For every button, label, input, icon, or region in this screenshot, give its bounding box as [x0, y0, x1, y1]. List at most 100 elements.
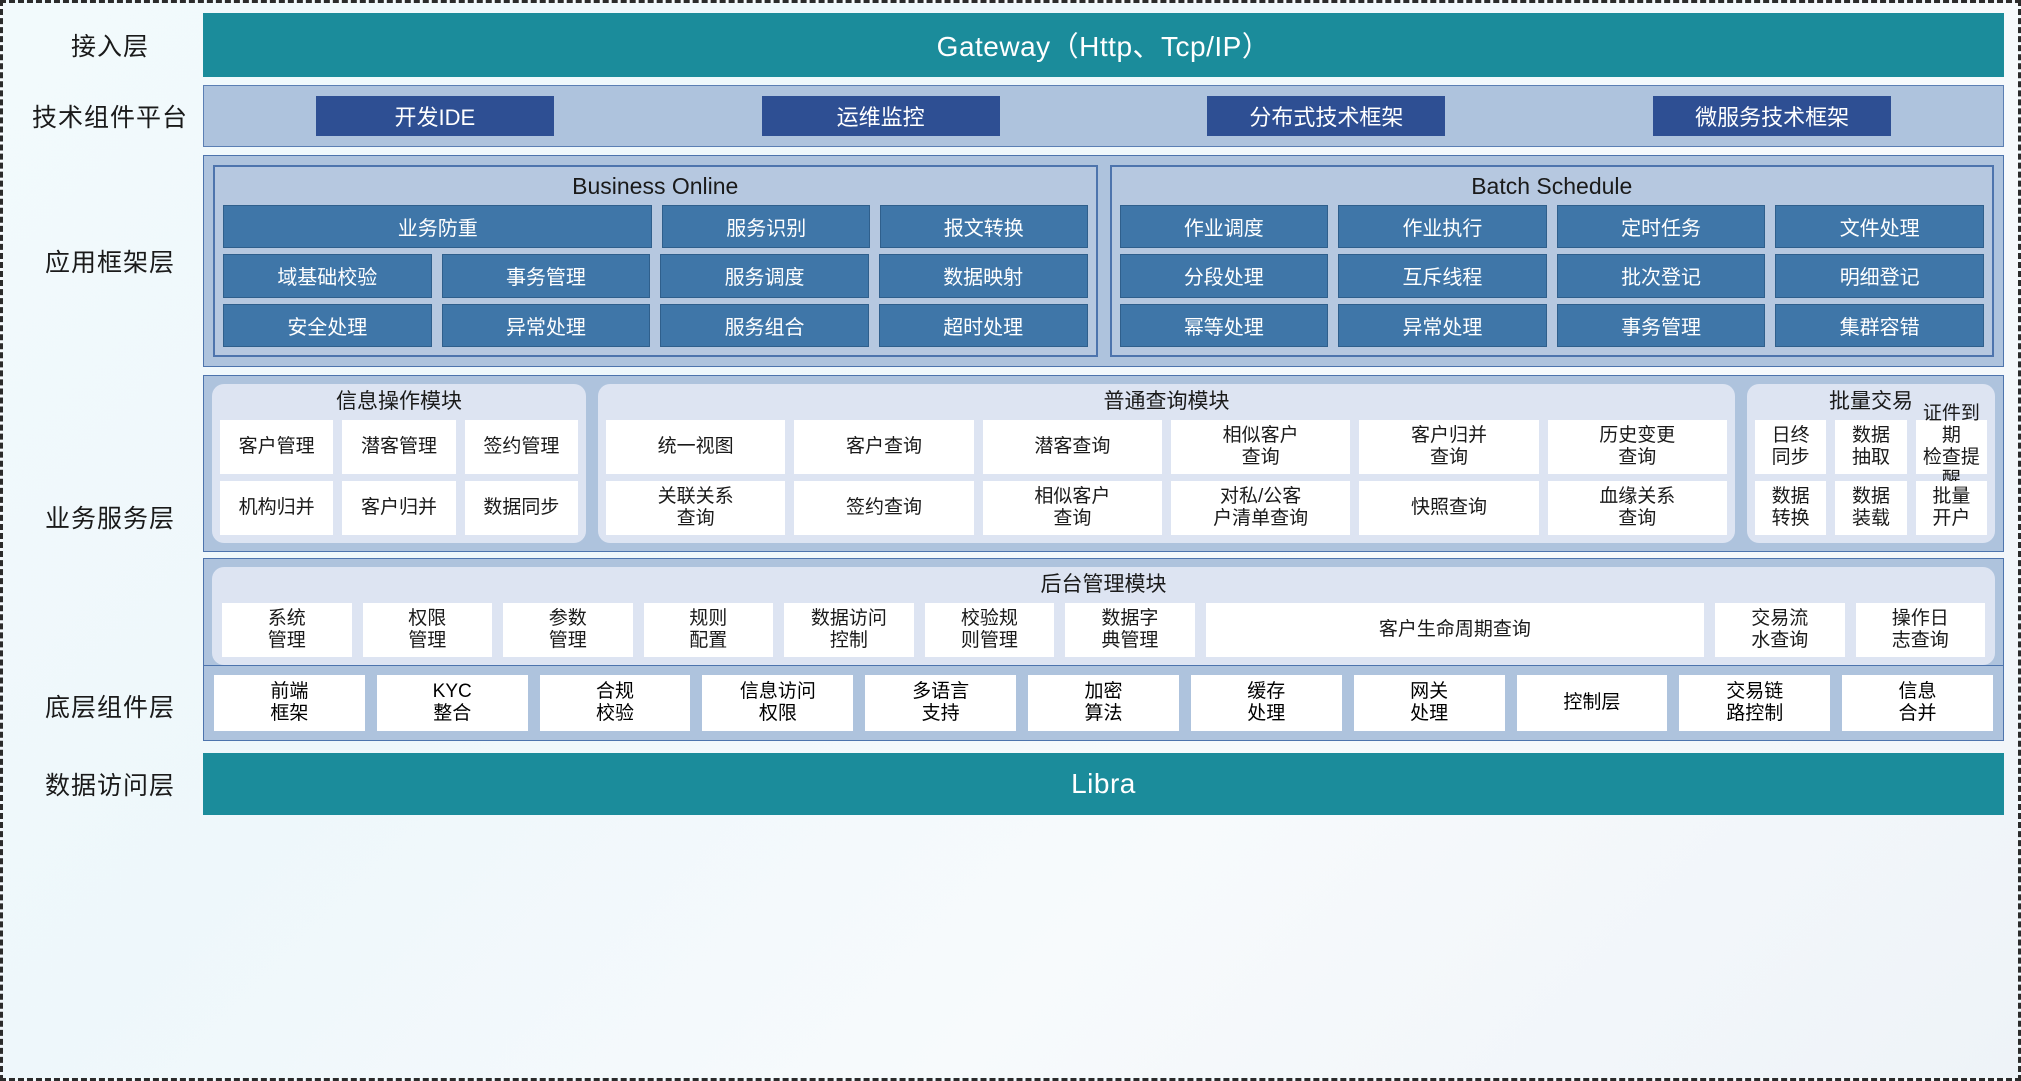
bs-chip-qkgl[interactable]: 潜客管理: [342, 420, 456, 474]
bs-chip-lsbgcx[interactable]: 历史变更查询: [1547, 420, 1727, 474]
bo-chip-xtgl[interactable]: 系统管理: [222, 603, 352, 657]
bo-chip-qxgl[interactable]: 权限管理: [362, 603, 493, 657]
tech-platform-band: 开发IDE 运维监控 分布式技术框架 微服务技术框架: [203, 85, 2004, 147]
af-row: 作业调度 作业执行 定时任务 文件处理: [1119, 205, 1984, 249]
af-chip-cscl[interactable]: 超时处理: [878, 303, 1088, 347]
af-chip-sjys[interactable]: 数据映射: [878, 254, 1088, 298]
bc-chip-xxhb[interactable]: 信息合并: [1842, 675, 1993, 731]
bc-chip-jylkz[interactable]: 交易链路控制: [1679, 675, 1831, 731]
af-chip-wjcl[interactable]: 文件处理: [1775, 205, 1984, 249]
business-service-wrap: 信息操作模块 客户管理 潜客管理 签约管理 机构归并 客户归并 数据同步: [203, 375, 2004, 674]
bc-chip-jmsf[interactable]: 加密算法: [1028, 675, 1179, 731]
af-row: 业务防重 服务识别 报文转换: [223, 205, 1088, 249]
bs-chip-glgxcx[interactable]: 关联关系查询: [606, 481, 786, 535]
bs-chip-xygxcx[interactable]: 血缘关系查询: [1547, 481, 1727, 535]
af-chip-aqcl[interactable]: 安全处理: [223, 303, 432, 347]
af-chip-yjcjy[interactable]: 域基础校验: [223, 254, 432, 298]
bs-chip-zjdqjc[interactable]: 证件到期检查提醒: [1915, 403, 1987, 490]
bs-chip-sjzh[interactable]: 数据转换: [1755, 481, 1827, 535]
bs-chip-plkh[interactable]: 批量开户: [1915, 481, 1987, 535]
af-chip-fdcl[interactable]: 分段处理: [1119, 254, 1329, 298]
bs-row: 日终同步 数据抽取 证件到期检查提醒: [1755, 403, 1987, 490]
tech-chip-distributed[interactable]: 分布式技术框架: [1207, 96, 1446, 136]
af-chip-swgl-bs[interactable]: 事务管理: [1556, 303, 1766, 347]
bs-chip-xskhcx-2[interactable]: 相似客户查询: [982, 481, 1162, 535]
bc-chip-hgjy[interactable]: 合规校验: [539, 675, 691, 731]
layer-label-business-service: 业务服务层: [44, 505, 175, 533]
bo-chip-jygzgl[interactable]: 校验规则管理: [924, 603, 1055, 657]
bo-chip-csgl[interactable]: 参数管理: [503, 603, 633, 657]
af-chip-pcdj[interactable]: 批次登记: [1556, 254, 1766, 298]
group-title-info-operation: 信息操作模块: [336, 390, 462, 413]
gateway-bar[interactable]: Gateway（Http、Tcp/IP）: [203, 13, 2004, 77]
af-row: 幂等处理 异常处理 事务管理 集群容错: [1119, 303, 1984, 347]
bc-chip-qdkj[interactable]: 前端框架: [214, 675, 365, 731]
libra-bar[interactable]: Libra: [203, 753, 2004, 815]
bc-chip-wgcl[interactable]: 网关处理: [1353, 675, 1505, 731]
bs-chip-sjcq[interactable]: 数据抽取: [1835, 420, 1907, 474]
bo-chip-sjfwkz[interactable]: 数据访问控制: [784, 603, 914, 657]
af-chip-dsrw[interactable]: 定时任务: [1556, 205, 1766, 249]
bs-chip-khgl[interactable]: 客户管理: [220, 420, 334, 474]
bc-chip-dyyzc[interactable]: 多语言支持: [865, 675, 1017, 731]
af-chip-fwzh[interactable]: 服务组合: [660, 303, 869, 347]
bs-chip-khgb[interactable]: 客户归并: [342, 481, 456, 535]
af-chip-fwsb[interactable]: 服务识别: [662, 205, 870, 249]
bs-row: 统一视图 客户查询 潜客查询 相似客户查询 客户归并查询 历史变更查询: [606, 420, 1727, 474]
bs-chip-tysl[interactable]: 统一视图: [606, 420, 786, 474]
bs-chip-qygl[interactable]: 签约管理: [464, 420, 578, 474]
bs-chip-khcx[interactable]: 客户查询: [794, 420, 974, 474]
bo-chip-czrzcx[interactable]: 操作日志查询: [1855, 603, 1986, 657]
af-chip-swgl-bo[interactable]: 事务管理: [441, 254, 651, 298]
bo-chip-jylscx[interactable]: 交易流水查询: [1715, 603, 1845, 657]
bc-chip-kzc[interactable]: 控制层: [1516, 675, 1668, 731]
af-chip-mxdj[interactable]: 明细登记: [1775, 254, 1984, 298]
af-chip-fwdd[interactable]: 服务调度: [660, 254, 869, 298]
group-title-common-query: 普通查询模块: [1103, 390, 1230, 413]
bo-chip-khsmzqcx[interactable]: 客户生命周期查询: [1205, 603, 1705, 657]
bo-chip-gzpz[interactable]: 规则配置: [643, 603, 774, 657]
app-framework-band: Business Online 业务防重 服务识别 报文转换 域基础校验 事务管…: [203, 155, 2004, 367]
af-chip-hcxc[interactable]: 互斥线程: [1338, 254, 1547, 298]
bs-chip-kzcx[interactable]: 快照查询: [1359, 481, 1539, 535]
bs-chip-xskhcx-1[interactable]: 相似客户查询: [1170, 420, 1351, 474]
bs-chip-dsgkhqd[interactable]: 对私/公客户清单查询: [1170, 481, 1351, 535]
group-title-business-online: Business Online: [572, 173, 739, 199]
group-info-operation: 信息操作模块 客户管理 潜客管理 签约管理 机构归并 客户归并 数据同步: [212, 384, 586, 543]
group-grid-batch-schedule: 作业调度 作业执行 定时任务 文件处理 分段处理 互斥线程 批次登记 明细登记: [1119, 205, 1984, 347]
tech-chip-ops-monitor[interactable]: 运维监控: [761, 96, 1000, 136]
bs-chip-qkcx[interactable]: 潜客查询: [982, 420, 1162, 474]
bc-chip-hccl[interactable]: 缓存处理: [1190, 675, 1342, 731]
bs-chip-sjtb[interactable]: 数据同步: [464, 481, 578, 535]
tech-chip-dev-ide[interactable]: 开发IDE: [315, 96, 554, 136]
layer-label-access: 接入层: [70, 33, 149, 61]
group-common-query: 普通查询模块 统一视图 客户查询 潜客查询 相似客户查询 客户归并查询 历史变更…: [598, 384, 1735, 543]
layer-row-business-service: 业务服务层 信息操作模块 客户管理 潜客管理 签约管理: [17, 375, 2004, 674]
bs-chip-qycx[interactable]: 签约查询: [794, 481, 974, 535]
af-chip-ywfz[interactable]: 业务防重: [223, 205, 653, 249]
af-chip-zydd[interactable]: 作业调度: [1119, 205, 1329, 249]
layer-row-tech-platform: 技术组件平台 开发IDE 运维监控 分布式技术框架 微服务技术框架: [17, 85, 2004, 147]
af-chip-jqrc[interactable]: 集群容错: [1775, 303, 1984, 347]
bs-chip-sjzz[interactable]: 数据装载: [1835, 481, 1907, 535]
spacer: [17, 77, 2004, 85]
af-chip-bwzh[interactable]: 报文转换: [879, 205, 1088, 249]
bo-chip-sjzdgl[interactable]: 数据字典管理: [1065, 603, 1195, 657]
group-back-office: 后台管理模块 系统管理 权限管理 参数管理 规则配置 数据访问控制 校验规则管理…: [212, 567, 1995, 665]
bs-row: 客户管理 潜客管理 签约管理: [220, 420, 578, 474]
bs-chip-khgbcx[interactable]: 客户归并查询: [1359, 420, 1539, 474]
layer-row-app-framework: 应用框架层 Business Online 业务防重 服务识别 报文转换 域基础…: [17, 155, 2004, 367]
af-chip-yccl-bo[interactable]: 异常处理: [441, 303, 651, 347]
af-chip-zyzx[interactable]: 作业执行: [1338, 205, 1547, 249]
af-chip-yccl-bs[interactable]: 异常处理: [1338, 303, 1547, 347]
tech-platform-body: 开发IDE 运维监控 分布式技术框架 微服务技术框架: [203, 85, 2004, 147]
data-access-body: Libra: [203, 753, 2004, 815]
bc-chip-xxfwqx[interactable]: 信息访问权限: [702, 675, 854, 731]
tech-chip-microservice[interactable]: 微服务技术框架: [1653, 96, 1892, 136]
bs-chip-jggb[interactable]: 机构归并: [220, 481, 334, 535]
spacer: [17, 367, 2004, 375]
af-chip-mdcl[interactable]: 幂等处理: [1119, 303, 1329, 347]
af-row: 分段处理 互斥线程 批次登记 明细登记: [1119, 254, 1984, 298]
bs-chip-rztb[interactable]: 日终同步: [1755, 420, 1827, 474]
